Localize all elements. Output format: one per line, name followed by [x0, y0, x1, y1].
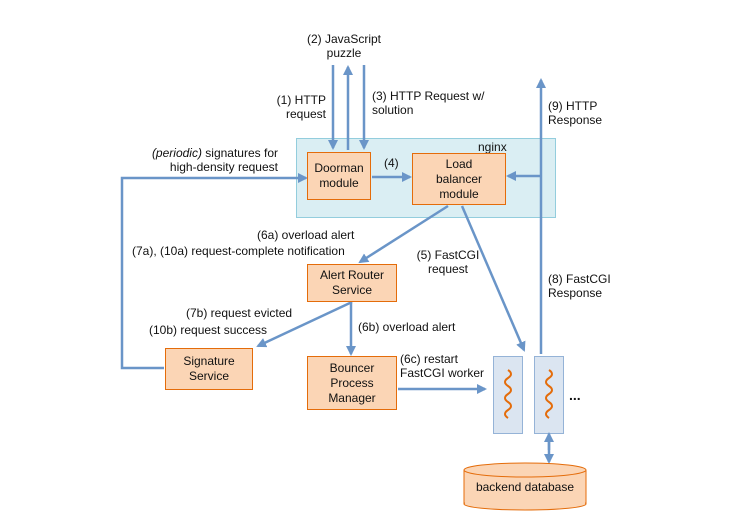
label-request-complete: (7a), (10a) request-complete notificatio…	[132, 244, 345, 258]
bouncer-process-manager: Bouncer Process Manager	[307, 356, 397, 410]
label-overload-6a: (6a) overload alert	[257, 228, 355, 242]
database-label: backend database	[475, 480, 575, 494]
signature-service: Signature Service	[165, 348, 253, 390]
label-http-response: (9) HTTP Response	[548, 99, 603, 127]
label-step4: (4)	[384, 156, 399, 170]
label-js-puzzle: (2) JavaScript puzzle	[306, 32, 382, 60]
label-periodic-signatures: (periodic) signatures for	[128, 146, 278, 160]
label-fastcgi-response: (8) FastCGI Response	[548, 272, 611, 300]
label-request-success: (10b) request success	[149, 323, 268, 337]
arrow-periodic-signatures	[120, 173, 308, 370]
periodic-rest: signatures for	[201, 146, 278, 160]
fastcgi-worker-1	[493, 356, 523, 434]
arrow-evicted	[256, 300, 353, 348]
label-fastcgi-request: (5) FastCGI request	[416, 248, 480, 276]
arrow-overload-6a	[358, 204, 449, 264]
label-overload-6b: (6b) overload alert	[358, 320, 456, 334]
nginx-label: nginx	[478, 140, 507, 154]
alert-router-service: Alert Router Service	[307, 264, 397, 302]
squiggle-worker-2	[545, 369, 553, 419]
label-high-density: high-density request	[169, 160, 278, 174]
squiggle-worker-1	[504, 369, 512, 419]
label-restart-worker: (6c) restart FastCGI worker	[400, 352, 485, 380]
load-balancer-module: Load balancer module	[412, 153, 506, 205]
doorman-module: Doorman module	[307, 152, 371, 200]
more-workers-ellipsis: ...	[569, 387, 581, 403]
label-request-solution: (3) HTTP Request w/ solution	[372, 89, 485, 117]
periodic-prefix: (periodic)	[151, 146, 202, 160]
database-cylinder	[463, 462, 587, 511]
arrow-fastcgi-request	[460, 205, 526, 352]
label-http-request: (1) HTTP request	[276, 93, 326, 121]
label-request-evicted: (7b) request evicted	[186, 306, 293, 320]
